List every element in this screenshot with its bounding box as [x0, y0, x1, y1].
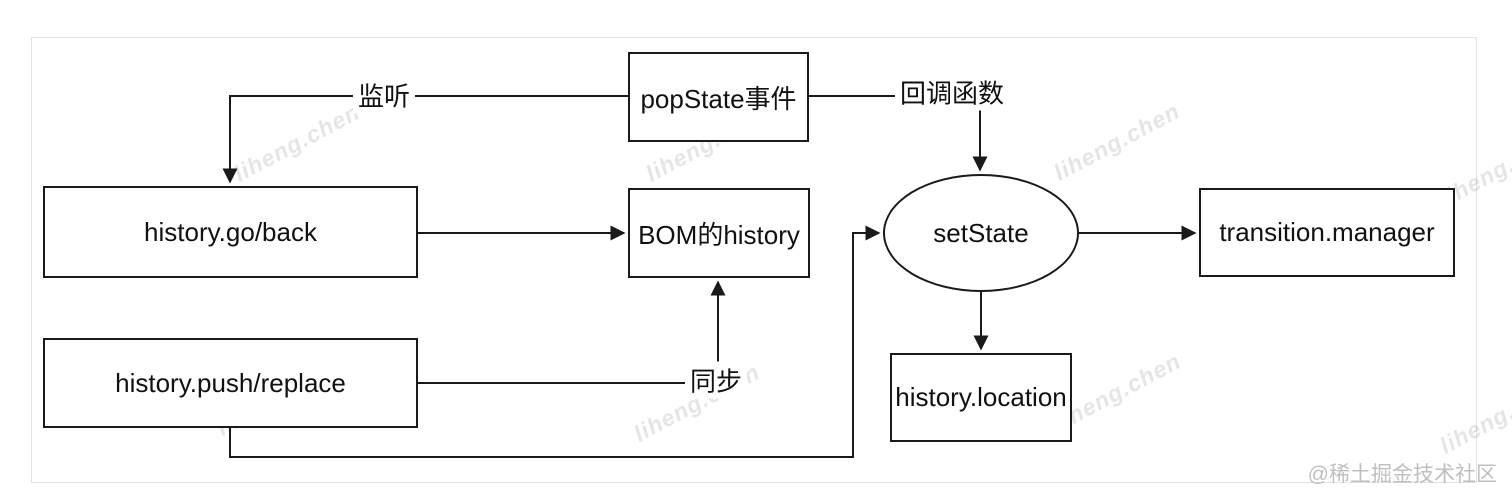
- edge-pushreplace-to-bom: [418, 280, 726, 384]
- node-history-push-replace: history.push/replace: [43, 338, 418, 428]
- edge-label-sync: 同步: [684, 361, 748, 399]
- edge-popstate-to-gobak: [222, 95, 628, 184]
- credit-watermark: @稀土掘金技术社区: [1307, 463, 1497, 486]
- edge-label-callback: 回调函数: [894, 73, 1010, 111]
- node-history-location: history.location: [890, 353, 1072, 442]
- node-setstate: setState: [883, 174, 1079, 292]
- edge-pushreplace-to-setstate: [229, 225, 881, 458]
- node-popstate-event: popState事件: [628, 52, 809, 142]
- node-bom-history: BOM的history: [628, 188, 810, 278]
- edge-label-listen: 监听: [352, 76, 416, 114]
- node-transition-manager: transition.manager: [1199, 188, 1455, 277]
- node-history-go-back: history.go/back: [43, 186, 418, 278]
